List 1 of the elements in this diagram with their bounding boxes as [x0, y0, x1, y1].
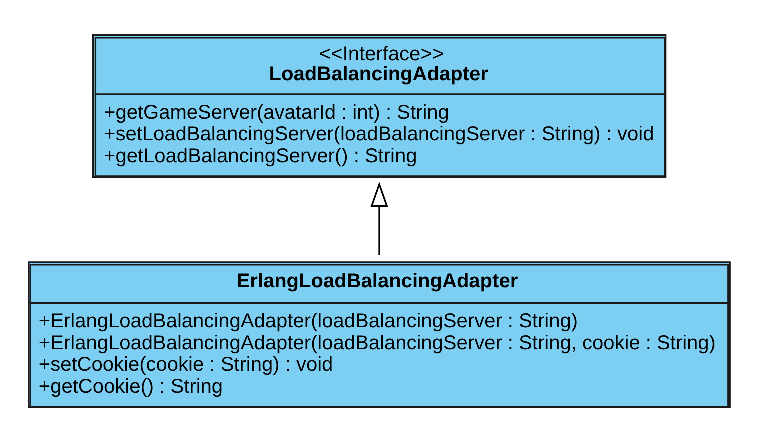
arrow [370, 182, 388, 256]
